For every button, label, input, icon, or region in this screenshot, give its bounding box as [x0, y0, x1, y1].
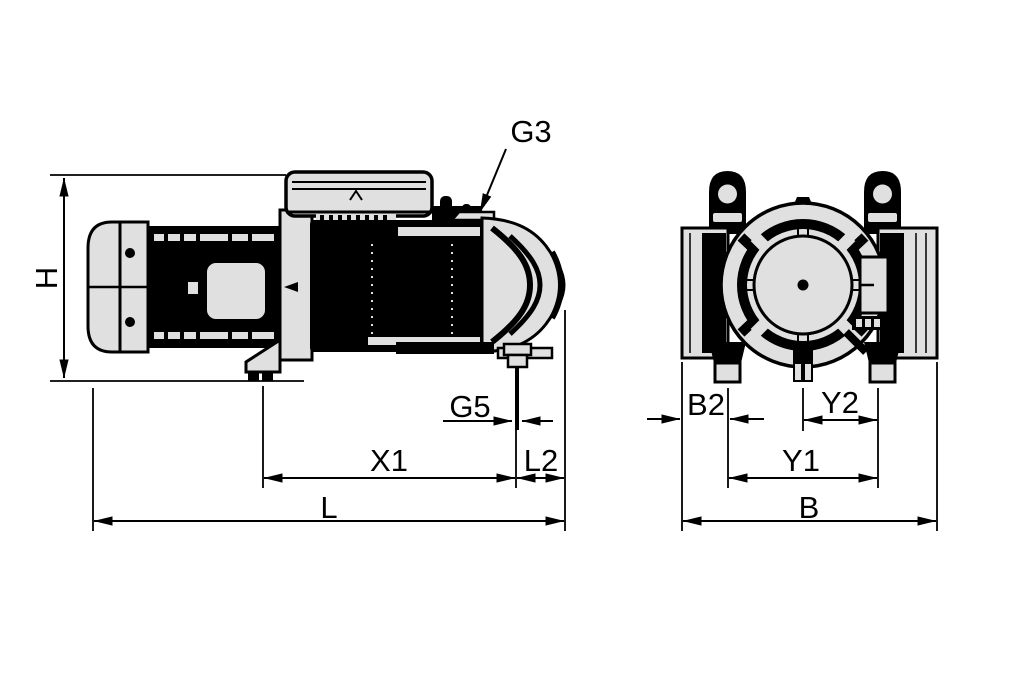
dimension-b2: B2	[647, 362, 764, 531]
pump-housing-front	[719, 201, 887, 369]
side-view: H L X1 L2 G5 G3	[29, 114, 566, 531]
dimension-x1: X1	[262, 386, 517, 488]
dimension-label-h: H	[29, 267, 64, 289]
dimension-h: H	[29, 174, 304, 382]
bottom-right-connector	[843, 316, 882, 355]
vent-mark	[349, 189, 363, 201]
lifting-eye-left	[709, 171, 746, 234]
mounting-bracket	[244, 208, 314, 381]
callout-g3: G3	[479, 114, 552, 213]
dimension-g5: G5	[443, 389, 553, 426]
motor-fan-cover	[86, 220, 150, 354]
dimension-y2: Y2	[802, 385, 878, 431]
dimension-label-b2: B2	[687, 387, 725, 422]
bell-housing	[480, 216, 566, 354]
top-pin	[440, 196, 452, 222]
motor-nameplate	[205, 261, 267, 321]
dimension-label-l2: L2	[524, 443, 558, 478]
shaft-marker	[284, 282, 298, 292]
dimension-label-y1: Y1	[782, 443, 820, 478]
dimension-label-g5: G5	[449, 389, 490, 424]
pump-cylinder	[310, 196, 496, 352]
foot-left	[709, 342, 746, 384]
dimension-l: L	[92, 310, 566, 531]
callout-label-g3: G3	[510, 114, 551, 149]
dimension-label-b: B	[799, 490, 820, 525]
lifting-eye-right	[864, 171, 901, 234]
dimension-y1: Y1	[728, 388, 879, 488]
dimension-label-l: L	[320, 490, 337, 525]
dimension-l2: L2	[516, 443, 565, 483]
front-view: B2 Y2 Y1 B	[647, 171, 939, 531]
dimension-label-x1: X1	[370, 443, 408, 478]
motor-fins	[164, 232, 252, 342]
silencer-box	[284, 170, 434, 218]
dimension-b: B	[682, 362, 938, 531]
side-fitting	[858, 255, 890, 315]
foot-right	[864, 342, 901, 384]
motor-detail	[188, 282, 198, 294]
dimension-label-y2: Y2	[821, 385, 859, 420]
motor-body	[148, 226, 280, 348]
drain-fitting-g5	[502, 342, 533, 430]
foot-center	[793, 350, 813, 382]
shaft-center	[797, 279, 809, 291]
